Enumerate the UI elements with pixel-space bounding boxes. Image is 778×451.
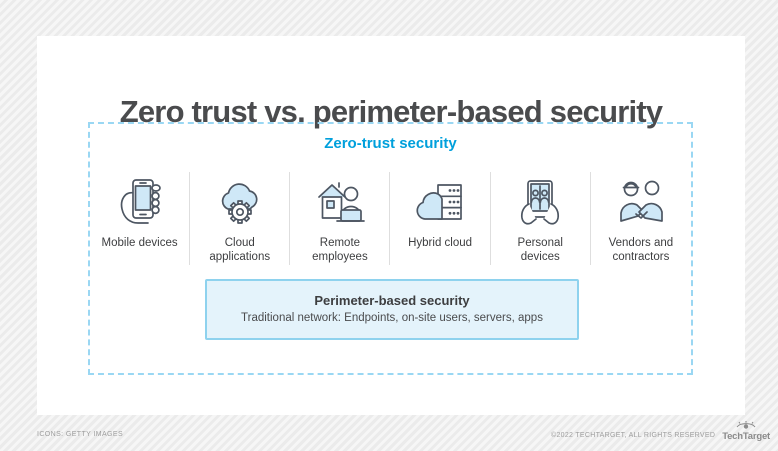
cloud-server-icon <box>412 174 468 230</box>
hand-holding-phone-icon <box>112 174 168 230</box>
footer-branding: ©2022 TECHTARGET, ALL RIGHTS RESERVED Te… <box>551 420 770 442</box>
brand-wordmark: TechTarget <box>722 431 770 442</box>
eye-icon <box>735 420 757 431</box>
item-vendors-contractors: Vendors and contractors <box>591 172 691 265</box>
item-personal-devices: Personal devices <box>491 172 591 265</box>
item-cloud-applications: Cloud applications <box>190 172 291 265</box>
house-remote-worker-icon <box>312 174 368 230</box>
item-label: Hybrid cloud <box>408 237 473 249</box>
item-label: Remote employees <box>312 237 368 264</box>
handshake-hardhat-icon <box>613 174 669 230</box>
item-label: Cloud applications <box>209 237 271 264</box>
icon-credit: ICONS: GETTY IMAGES <box>37 431 124 438</box>
item-remote-employees: Remote employees <box>290 172 391 265</box>
techtarget-logo: TechTarget <box>722 420 770 442</box>
item-mobile-devices: Mobile devices <box>90 172 191 265</box>
item-hybrid-cloud: Hybrid cloud <box>390 172 491 265</box>
infographic-card: Zero trust vs. perimeter-based security … <box>37 36 745 415</box>
hands-tablet-icon <box>512 174 568 230</box>
zero-trust-heading: Zero-trust security <box>324 135 457 152</box>
cloud-gear-icon <box>212 174 268 230</box>
copyright-text: ©2022 TECHTARGET, ALL RIGHTS RESERVED <box>550 432 716 439</box>
zero-trust-zone: Zero-trust security M <box>88 122 693 375</box>
zero-trust-icon-row: Mobile devices <box>90 172 691 265</box>
perimeter-subtitle: Traditional network: Endpoints, on-site … <box>241 312 543 324</box>
item-label: Personal devices <box>517 237 563 264</box>
perimeter-title: Perimeter-based security <box>314 293 470 308</box>
item-label: Vendors and contractors <box>608 237 674 264</box>
item-label: Mobile devices <box>101 237 178 249</box>
perimeter-based-security-box: Perimeter-based security Traditional net… <box>205 279 579 340</box>
